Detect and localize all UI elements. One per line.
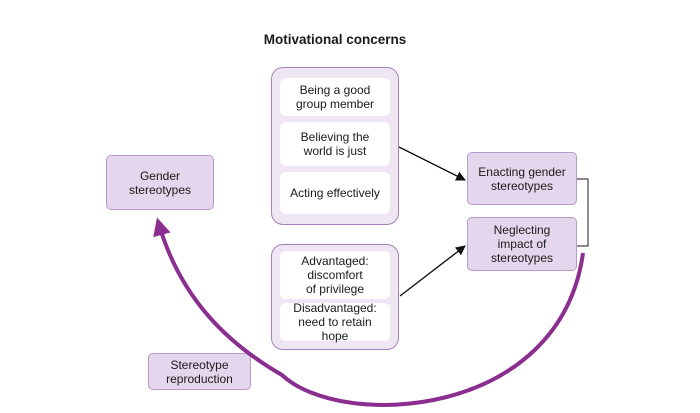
motivational-concerns-group: Being a good group member Believing the … bbox=[271, 67, 399, 225]
gender-stereotypes-node: Gender stereotypes bbox=[106, 155, 214, 210]
concern-world-is-just: Believing the world is just bbox=[280, 122, 390, 166]
concern-disadvantaged: Disadvantaged: need to retain hope bbox=[280, 301, 390, 343]
diagram-title: Motivational concerns bbox=[263, 32, 407, 47]
bracket-connector bbox=[577, 178, 589, 247]
concern-good-group-member: Being a good group member bbox=[280, 78, 390, 116]
privilege-concerns-group: Advantaged: discomfort of privilege Disa… bbox=[271, 244, 399, 350]
concern-advantaged: Advantaged: discomfort of privilege bbox=[280, 251, 390, 299]
cycle-arrow bbox=[153, 217, 585, 407]
arrow-to-enacting bbox=[398, 146, 466, 181]
concern-acting-effectively: Acting effectively bbox=[280, 172, 390, 214]
enacting-stereotypes-node: Enacting gender stereotypes bbox=[467, 152, 577, 205]
arrow-to-neglecting bbox=[399, 245, 466, 297]
stereotype-reproduction-node: Stereotype reproduction bbox=[148, 353, 251, 390]
neglecting-impact-node: Neglecting impact of stereotypes bbox=[467, 217, 577, 271]
